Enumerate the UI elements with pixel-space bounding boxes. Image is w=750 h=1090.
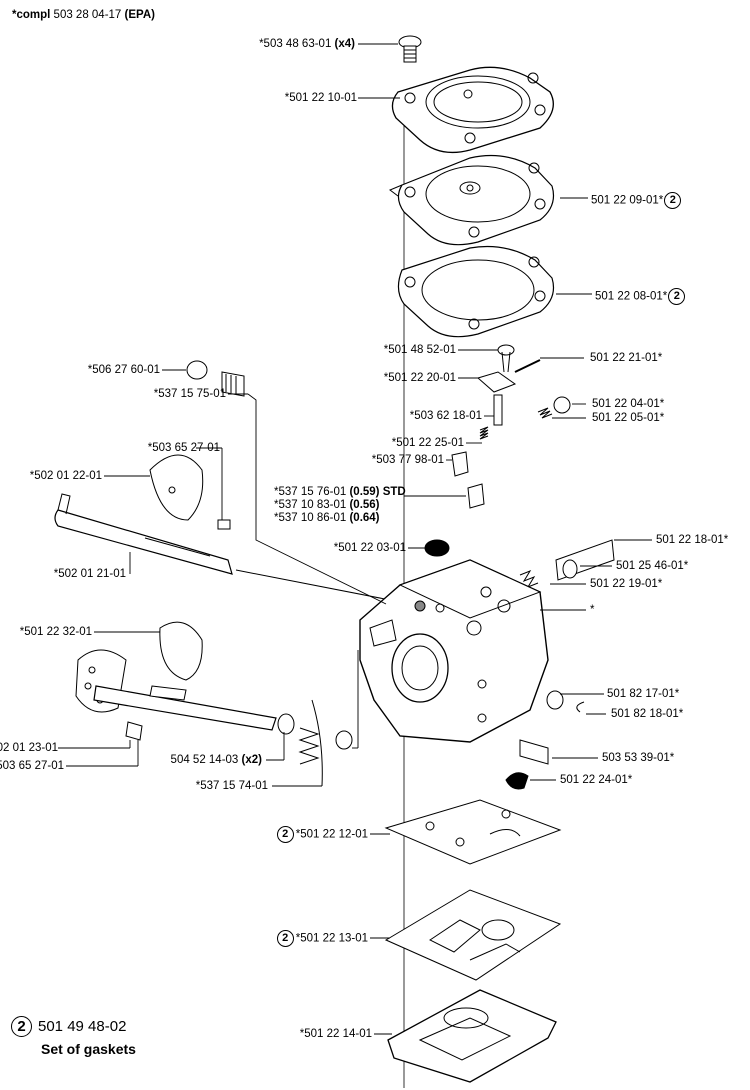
part-label-503-65-27-01-upper: *503 65 27-01 (147, 442, 220, 454)
metering-diaphragm (384, 889, 562, 981)
part-label-501-22-18-01: 501 22 18-01* (656, 534, 729, 546)
part-label-501-25-46-01: 501 25 46-01* (616, 560, 689, 572)
part-label-537-15-74-01: *537 15 74-01 (195, 780, 268, 792)
part-label-501-22-08-01: 501 22 08-01*2 (595, 288, 686, 305)
part-label-501-22-05-01: 501 22 05-01* (592, 412, 665, 424)
choke-assembly (75, 621, 353, 787)
legend-circle: 2 (11, 1016, 32, 1037)
idle-adjust-screw (186, 360, 245, 397)
inlet-needle-assembly (476, 359, 571, 440)
throttle-assembly (54, 454, 391, 601)
pump-cover (391, 66, 554, 154)
part-label-502-01-21-01: *502 01 21-01 (53, 568, 126, 580)
part-label-501-22-12-01: 2*501 22 12-01 (276, 826, 368, 843)
part-label-502-01-22-01: *502 01 22-01 (29, 470, 102, 482)
part-label-501-82-17-01: 501 82 17-01* (607, 688, 680, 700)
part-label-501-22-04-01: 501 22 04-01* (592, 398, 665, 410)
part-label-503-77-98-01: *503 77 98-01 (371, 454, 444, 466)
metering-cover (387, 989, 557, 1083)
part-label-501-22-25-01: *501 22 25-01 (391, 437, 464, 449)
lever-screw (497, 344, 515, 373)
part-label-506-27-60-01: *506 27 60-01 (87, 364, 160, 376)
part-label-503-48-63-01: *503 48 63-01 (x4) (259, 38, 355, 50)
part-label-501-22-32-01: *501 22 32-01 (19, 626, 92, 638)
pump-diaphragm (389, 154, 555, 246)
part-label-503-65-27-01-lower: *503 65 27-01 (0, 760, 64, 772)
header-number: 503 28 04-17 (53, 9, 122, 21)
part-label-503-53-39-01: 503 53 39-01* (602, 752, 675, 764)
assembly-header: *compl 503 28 04-17 (EPA) (12, 9, 155, 21)
part-label-537-10-86-01: *537 10 86-01 (0.64) (274, 512, 380, 524)
header-prefix: *compl (12, 9, 51, 21)
part-label-501-22-10-01: *501 22 10-01 (284, 92, 357, 104)
legend-description: Set of gaskets (41, 1041, 136, 1057)
part-label-504-52-14-03: 504 52 14-03 (x2) (170, 754, 262, 766)
carburetor-body (359, 559, 549, 743)
part-label-501-22-19-01: 501 22 19-01* (590, 578, 663, 590)
part-label-501-22-20-01: *501 22 20-01 (383, 372, 456, 384)
part-label-501-22-24-01: 501 22 24-01* (560, 774, 633, 786)
high-speed-screw (505, 539, 615, 790)
jets (424, 451, 485, 557)
header-suffix: (EPA) (124, 9, 155, 21)
part-label-501-22-03-01: *501 22 03-01 (333, 542, 406, 554)
legend-number: 501 49 48-02 (38, 1018, 127, 1035)
pump-gasket (397, 245, 555, 338)
part-label-501-22-13-01: 2*501 22 13-01 (276, 930, 368, 947)
metering-gasket (384, 799, 562, 865)
gasket-set-legend: 2 501 49 48-02 Set of gaskets (10, 1016, 136, 1057)
part-label-537-10-83-01: *537 10 83-01 (0.56) (274, 499, 380, 511)
part-label-501-22-14-01: *501 22 14-01 (299, 1028, 372, 1040)
part-label-501-22-21-01: 501 22 21-01* (590, 352, 663, 364)
part-label-501-22-09-01: 501 22 09-01*2 (591, 192, 682, 209)
part-label-503-62-18-01: *503 62 18-01 (409, 410, 482, 422)
leader-lines (58, 43, 652, 1035)
part-label-502-01-23-01: *502 01 23-01 (0, 742, 58, 754)
cover-screw (398, 35, 422, 63)
part-label-carburetor-body: * (590, 604, 595, 616)
part-label-501-82-18-01: 501 82 18-01* (611, 708, 684, 720)
part-label-537-15-75-01: *537 15 75-01 (153, 388, 226, 400)
part-label-501-48-52-01: *501 48 52-01 (383, 344, 456, 356)
part-label-537-15-76-01: *537 15 76-01 (0.59) STD (274, 486, 406, 498)
